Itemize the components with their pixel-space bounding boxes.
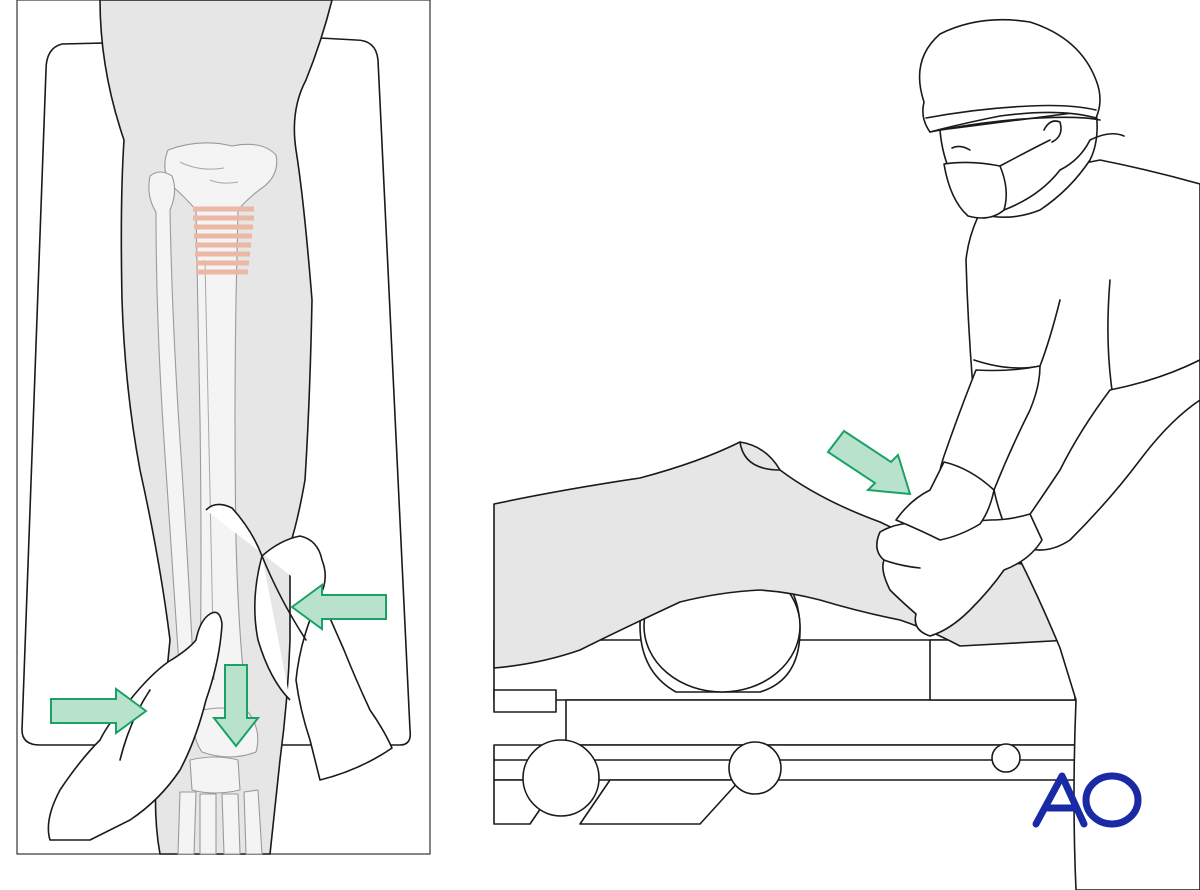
push-right-arrow xyxy=(50,687,148,735)
surgeon xyxy=(937,159,1200,890)
surgeon-head xyxy=(918,18,1125,219)
surgeon-forearm-right xyxy=(1009,359,1200,551)
fracture-zone xyxy=(193,206,254,275)
push-left-arrow xyxy=(290,583,387,631)
ao-logo-text: AO xyxy=(1080,878,1082,881)
pull-down-arrow xyxy=(211,664,261,748)
ao-logo-o xyxy=(1082,772,1142,828)
right-panel: AO xyxy=(493,18,1200,890)
surgical-cap xyxy=(918,18,1101,133)
surgeon-hand-left xyxy=(895,461,995,541)
table-wheel-small xyxy=(991,743,1021,773)
hand-lower-left xyxy=(47,611,223,841)
surgical-mask xyxy=(943,161,1008,219)
patient-knee-line xyxy=(739,441,781,471)
table-foot-pad xyxy=(929,639,1076,701)
ao-logo: AO xyxy=(1032,772,1142,881)
table-wheel-large xyxy=(522,739,600,817)
table-wheel-medium xyxy=(728,741,782,795)
left-panel xyxy=(16,0,431,855)
surgeon-hand-right xyxy=(876,513,1043,637)
push-diagonal-arrow xyxy=(826,429,912,496)
hand-lower-left-crease xyxy=(119,689,151,761)
hand-upper-right-crease xyxy=(261,555,307,641)
surgeon-hand-crease xyxy=(883,559,921,569)
ao-logo-mark xyxy=(1032,772,1088,828)
surgeon-forearm-left xyxy=(937,365,1041,491)
